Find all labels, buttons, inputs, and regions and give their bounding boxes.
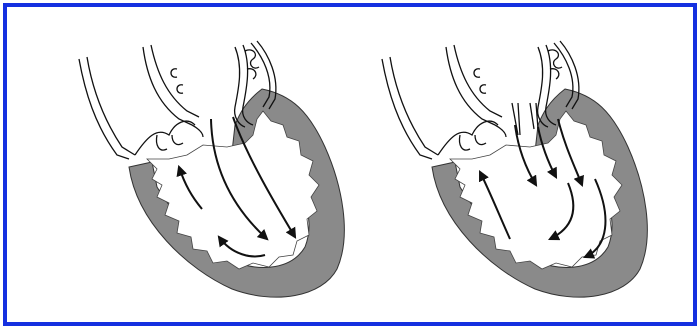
- heart-cross-section-vortex-flow-icon: [7, 7, 350, 322]
- figure-frame: [3, 3, 697, 326]
- heart-cross-section-direct-flow-icon: [350, 7, 693, 322]
